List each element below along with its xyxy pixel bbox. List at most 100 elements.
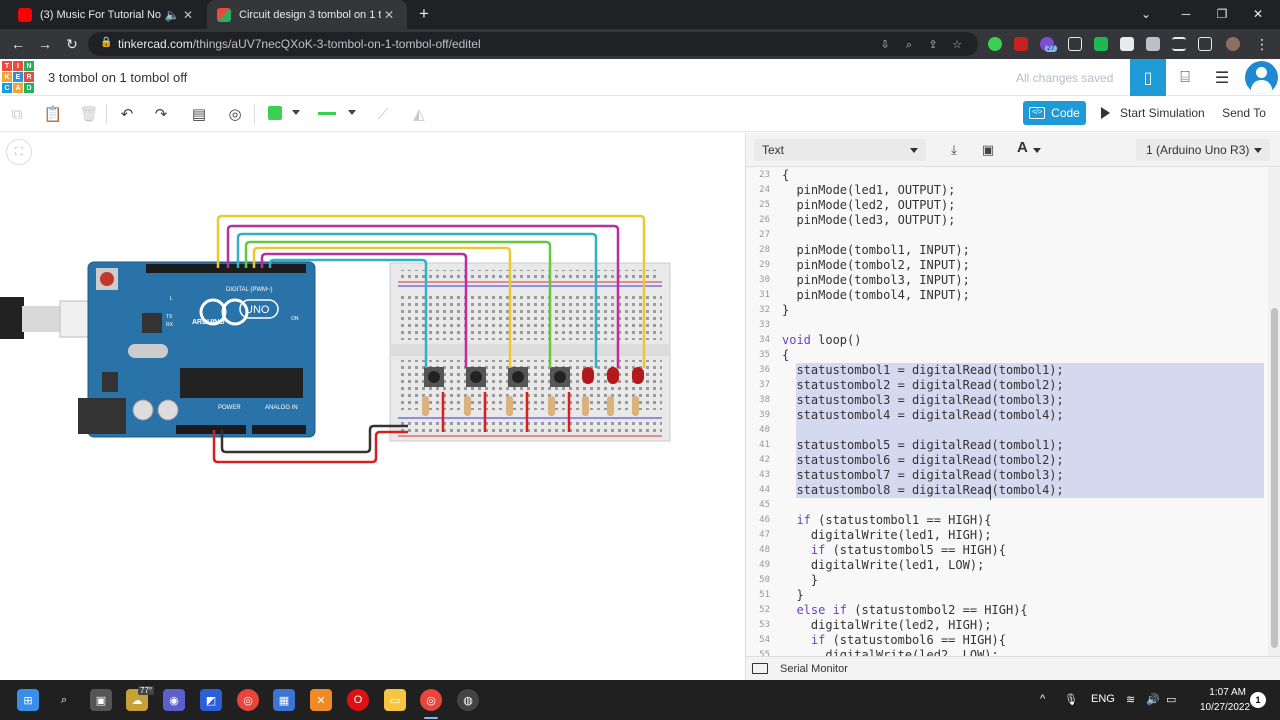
code-line[interactable]: 25 pinMode(led2, OUTPUT); — [746, 198, 1268, 213]
wire-caret-icon[interactable] — [348, 110, 356, 115]
code-line[interactable]: 30 pinMode(tombol3, INPUT); — [746, 273, 1268, 288]
notification-badge[interactable]: 1 — [1250, 692, 1266, 708]
shape-color-swatch[interactable] — [268, 106, 282, 120]
extensions-puzzle-icon[interactable] — [1146, 37, 1160, 51]
extension-plus-icon[interactable] — [988, 37, 1002, 51]
code-line[interactable]: 43 statustombol7 = digitalRead(tombol3); — [746, 468, 1268, 483]
volume-icon[interactable]: 🔊 — [1146, 694, 1160, 706]
flip-icon[interactable]: ◭ — [413, 106, 425, 123]
extension-screen-icon[interactable] — [1068, 37, 1082, 51]
serial-monitor-toggle[interactable]: Serial Monitor — [746, 656, 1280, 680]
code-line[interactable]: 48 if (statustombol5 == HIGH){ — [746, 543, 1268, 558]
library-icon[interactable]: ▣ — [981, 142, 995, 157]
font-size-button[interactable]: A — [1013, 139, 1049, 161]
extension-b-icon[interactable] — [1120, 37, 1134, 51]
reading-list-icon[interactable] — [1172, 37, 1186, 51]
code-line[interactable]: 36 statustombol1 = digitalRead(tombol1); — [746, 363, 1268, 378]
code-line[interactable]: 47 digitalWrite(led1, HIGH); — [746, 528, 1268, 543]
start-icon[interactable]: ⊞ — [17, 689, 39, 711]
bookmark-star-icon[interactable]: ☆ — [952, 39, 962, 51]
profile-avatar[interactable] — [1226, 37, 1240, 51]
back-icon[interactable]: ← — [11, 36, 25, 52]
schematic-view-icon[interactable]: ⌸ — [1180, 68, 1190, 86]
task-view-icon[interactable]: ▣ — [90, 689, 112, 711]
app-blue-icon[interactable]: ◩ — [200, 689, 222, 711]
search-icon[interactable]: ⌕ — [60, 693, 68, 706]
code-mode-select[interactable]: Text — [754, 139, 926, 161]
new-tab-icon[interactable]: + — [419, 4, 429, 23]
tinkercad-logo[interactable]: T I N K E R C A D — [2, 61, 34, 93]
chrome-active-icon[interactable]: ◎ — [420, 689, 442, 711]
teams-icon[interactable]: ◉ — [163, 689, 185, 711]
rotate-icon[interactable]: ⟋ — [377, 105, 389, 123]
code-line[interactable]: 31 pinMode(tombol4, INPUT); — [746, 288, 1268, 303]
code-line[interactable]: 28 pinMode(tombol1, INPUT); — [746, 243, 1268, 258]
obs-icon[interactable]: ◍ — [457, 689, 479, 711]
code-line[interactable]: 44 statustombol8 = digitalRead(tombol4); — [746, 483, 1268, 498]
install-icon[interactable]: ⇩ — [880, 39, 890, 51]
address-bar[interactable]: 🔒 tinkercad.com/things/aUV7necQXoK-3-tom… — [88, 32, 978, 56]
code-line[interactable]: 46 if (statustombol1 == HIGH){ — [746, 513, 1268, 528]
paste-icon[interactable]: 📋 — [43, 106, 63, 123]
code-line[interactable]: 52 else if (statustombol2 == HIGH){ — [746, 603, 1268, 618]
wifi-icon[interactable]: ≋ — [1126, 694, 1136, 706]
code-line[interactable]: 39 statustombol4 = digitalRead(tombol4); — [746, 408, 1268, 423]
redo-icon[interactable]: ↷ — [154, 106, 168, 123]
browser-tab-tinkercad[interactable]: Circuit design 3 tombol on 1 tom ✕ — [207, 0, 407, 29]
code-line[interactable]: 41 statustombol5 = digitalRead(tombol1); — [746, 438, 1268, 453]
side-panel-icon[interactable] — [1198, 37, 1212, 51]
share-icon[interactable]: ⇪ — [928, 39, 938, 51]
code-line[interactable]: 26 pinMode(led3, OUTPUT); — [746, 213, 1268, 228]
maximize-icon[interactable]: ❐ — [1216, 7, 1228, 21]
start-simulation-button[interactable]: Start Simulation — [1093, 101, 1207, 125]
code-line[interactable]: 33 — [746, 318, 1268, 333]
notes-icon[interactable]: ▤ — [191, 106, 207, 123]
code-line[interactable]: 29 pinMode(tombol2, INPUT); — [746, 258, 1268, 273]
language-indicator[interactable]: ENG — [1091, 693, 1115, 705]
copy-icon[interactable]: ⧉ — [11, 105, 23, 123]
xampp-icon[interactable]: ✕ — [310, 689, 332, 711]
zoom-icon[interactable]: ⌕ — [905, 39, 913, 51]
microphone-icon[interactable]: 🎙 — [1064, 694, 1078, 706]
tab-search-icon[interactable]: ⌄ — [1140, 7, 1152, 21]
code-line[interactable]: 49 digitalWrite(led1, LOW); — [746, 558, 1268, 573]
code-line[interactable]: 53 digitalWrite(led2, HIGH); — [746, 618, 1268, 633]
project-title[interactable]: 3 tombol on 1 tombol off — [48, 70, 188, 85]
store-icon[interactable]: ▦ — [273, 689, 295, 711]
code-line[interactable]: 45 — [746, 498, 1268, 513]
color-caret-icon[interactable] — [292, 110, 300, 115]
circuit-view-icon[interactable]: ▯ — [1130, 59, 1166, 96]
code-line[interactable]: 23{ — [746, 168, 1268, 183]
editor-scrollbar[interactable] — [1268, 168, 1280, 656]
board-select[interactable]: 1 (Arduino Uno R3) — [1136, 139, 1270, 161]
code-line[interactable]: 24 pinMode(led1, OUTPUT); — [746, 183, 1268, 198]
code-editor[interactable]: 23{24 pinMode(led1, OUTPUT);25 pinMode(l… — [746, 168, 1268, 656]
tray-chevron-icon[interactable]: ^ — [1040, 693, 1046, 705]
code-line[interactable]: 40 — [746, 423, 1268, 438]
extension-red-icon[interactable] — [1014, 37, 1028, 51]
code-line[interactable]: 27 — [746, 228, 1268, 243]
code-line[interactable]: 32} — [746, 303, 1268, 318]
chrome-icon[interactable]: ◎ — [237, 689, 259, 711]
code-line[interactable]: 42 statustombol6 = digitalRead(tombol2); — [746, 453, 1268, 468]
taskbar-clock[interactable]: 1:07 AM 10/27/2022 — [1200, 687, 1251, 713]
battery-icon[interactable]: ▭ — [1166, 694, 1177, 706]
close-tab-icon[interactable]: ✕ — [182, 7, 194, 22]
code-line[interactable]: 51 } — [746, 588, 1268, 603]
code-line[interactable]: 38 statustombol3 = digitalRead(tombol3); — [746, 393, 1268, 408]
component-list-icon[interactable]: ☰ — [1214, 69, 1230, 87]
code-button[interactable]: </>Code — [1023, 101, 1086, 125]
browser-tab-music[interactable]: (3) Music For Tutorial No Co 🔈 ✕ — [8, 0, 206, 29]
code-line[interactable]: 35{ — [746, 348, 1268, 363]
minimize-icon[interactable]: ─ — [1181, 7, 1191, 21]
user-avatar[interactable] — [1245, 61, 1278, 94]
opera-icon[interactable]: O — [347, 689, 369, 711]
code-line[interactable]: 54 if (statustombol6 == HIGH){ — [746, 633, 1268, 648]
code-line[interactable]: 55 digitalWrite(led2, LOW); — [746, 648, 1268, 656]
delete-icon[interactable]: 🗑 — [79, 106, 99, 123]
undo-icon[interactable]: ↶ — [120, 106, 134, 123]
download-icon[interactable]: ⤓ — [951, 142, 957, 157]
wire-type-swatch[interactable] — [318, 112, 336, 115]
circuit-canvas[interactable]: ARDUINO UNO DIGITAL (PWM~) POWER ANALOG … — [0, 133, 745, 680]
